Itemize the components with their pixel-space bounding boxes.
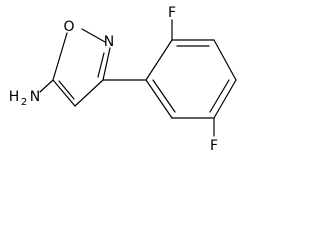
amine-subscript-label: 2	[21, 97, 27, 108]
fluorine-top-label: F	[168, 5, 176, 21]
oxygen-label: O	[63, 19, 74, 35]
bond-c5-o1	[52, 32, 68, 81]
bond-c3-c4	[213, 39, 237, 81]
nitrogen-label: N	[104, 34, 114, 50]
bond-c4-c5-double	[58, 80, 75, 100]
bond-c6-c1	[145, 79, 173, 119]
bond-n2-c3	[102, 47, 111, 81]
bond-c5-nh2	[39, 79, 54, 93]
amine-h-label: H	[9, 89, 20, 105]
bond-c6-c1-double	[152, 79, 176, 113]
phenyl-ring	[145, 39, 237, 119]
bond-n2-c3-double	[97, 52, 105, 78]
amine-n-label: N	[30, 89, 40, 105]
bond-c3-c4	[74, 79, 104, 107]
isoxazole-ring	[52, 28, 111, 107]
bond-c4-c5	[52, 79, 76, 107]
fluorine-bottom-label: F	[210, 138, 218, 154]
bond-c1-c2	[145, 39, 173, 81]
chemical-structure: O N F F H 2 N	[9, 5, 237, 154]
amine-group-label: H 2 N	[9, 89, 41, 108]
bond-c4-c5p	[213, 79, 237, 119]
bond-c4-c5p-double	[209, 79, 230, 113]
bond-o1-n2	[81, 28, 106, 43]
